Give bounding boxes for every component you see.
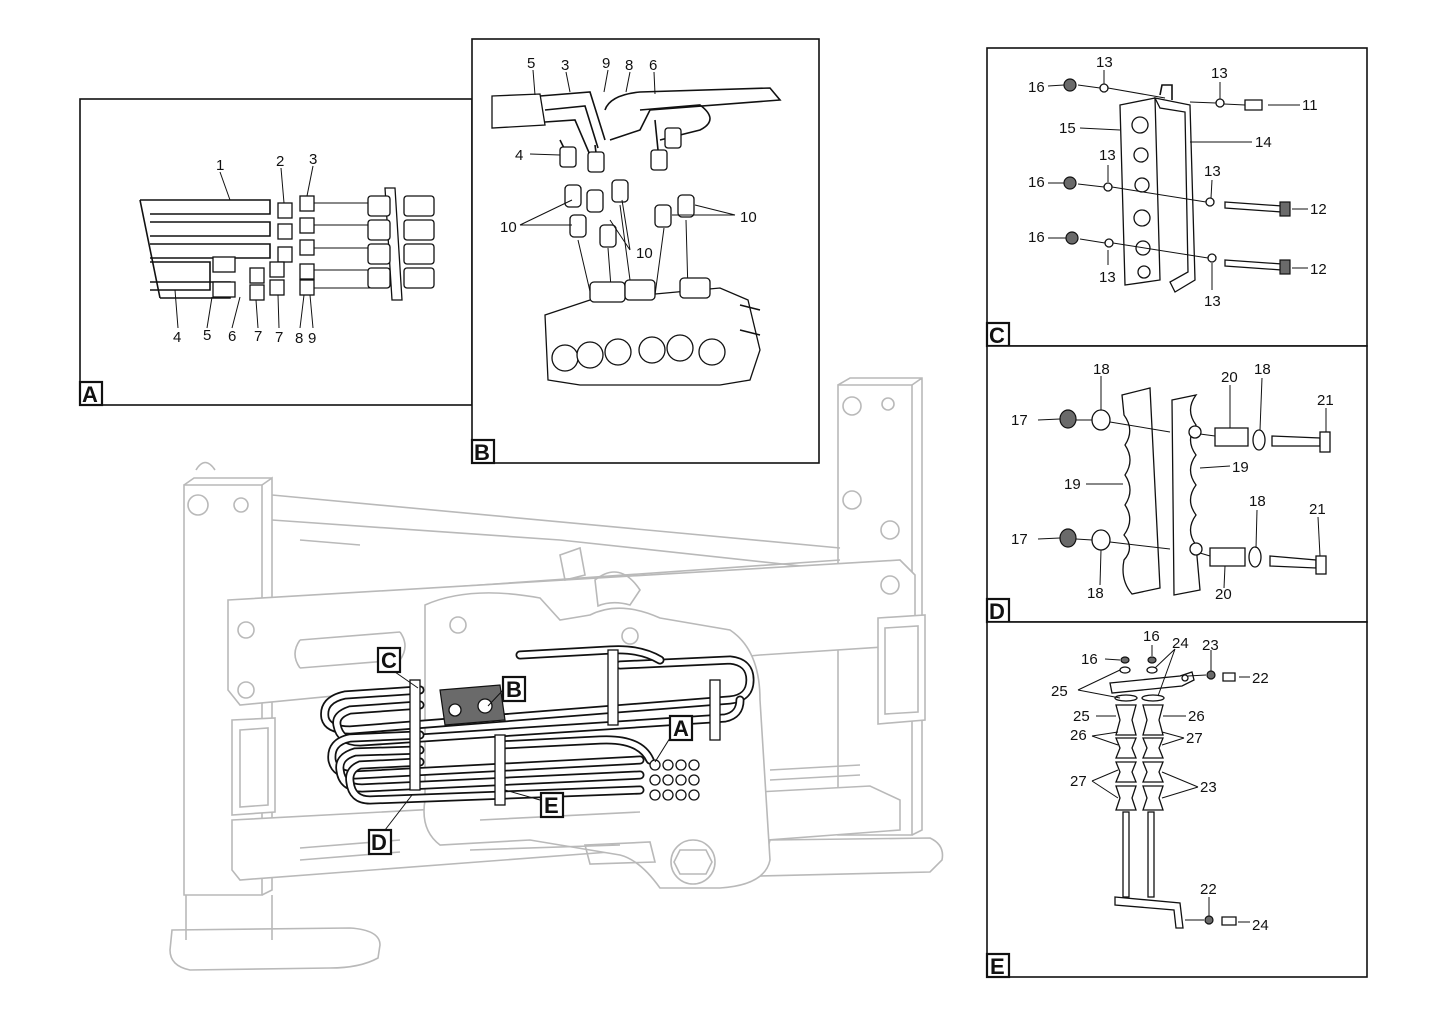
svg-text:12: 12 xyxy=(1310,201,1327,218)
svg-text:19: 19 xyxy=(1232,459,1249,476)
svg-text:E: E xyxy=(544,793,559,818)
svg-text:9: 9 xyxy=(308,330,316,347)
svg-text:10: 10 xyxy=(740,209,757,226)
svg-text:19: 19 xyxy=(1064,476,1081,493)
svg-text:17: 17 xyxy=(1011,531,1028,548)
svg-text:18: 18 xyxy=(1249,493,1266,510)
svg-text:18: 18 xyxy=(1093,361,1110,378)
svg-text:2: 2 xyxy=(276,153,284,170)
svg-text:16: 16 xyxy=(1143,628,1160,645)
svg-text:24: 24 xyxy=(1252,917,1269,934)
svg-text:11: 11 xyxy=(1302,97,1318,114)
svg-text:26: 26 xyxy=(1188,708,1205,725)
svg-text:8: 8 xyxy=(295,330,303,347)
panel-b: 5 3 9 8 6 4 10 10 10 B xyxy=(470,38,820,465)
svg-text:3: 3 xyxy=(561,57,569,74)
svg-text:18: 18 xyxy=(1087,585,1104,602)
svg-text:E: E xyxy=(990,954,1005,979)
svg-text:6: 6 xyxy=(228,328,236,345)
panel-c: 16 13 13 11 15 14 16 13 13 12 16 13 12 1… xyxy=(985,47,1368,348)
main-tag-e: E xyxy=(539,791,565,819)
svg-text:12: 12 xyxy=(1310,261,1327,278)
svg-text:23: 23 xyxy=(1202,637,1219,654)
svg-text:A: A xyxy=(673,716,689,741)
svg-text:27: 27 xyxy=(1070,773,1087,790)
svg-text:20: 20 xyxy=(1215,586,1232,603)
svg-text:D: D xyxy=(371,830,387,855)
svg-text:4: 4 xyxy=(515,147,523,164)
svg-text:16: 16 xyxy=(1028,79,1045,96)
svg-text:9: 9 xyxy=(602,55,610,72)
panel-e: 16 16 25 24 23 22 25 26 26 27 27 23 22 2… xyxy=(985,621,1368,979)
svg-text:6: 6 xyxy=(649,57,657,74)
svg-text:8: 8 xyxy=(625,57,633,74)
svg-text:13: 13 xyxy=(1204,293,1221,310)
svg-text:16: 16 xyxy=(1028,229,1045,246)
main-tag-c: C xyxy=(376,646,402,674)
svg-text:27: 27 xyxy=(1186,730,1203,747)
svg-text:10: 10 xyxy=(500,219,517,236)
main-tag-d: D xyxy=(367,828,393,856)
svg-text:16: 16 xyxy=(1081,651,1098,668)
svg-text:10: 10 xyxy=(636,245,653,262)
svg-text:13: 13 xyxy=(1211,65,1228,82)
svg-text:B: B xyxy=(474,440,490,465)
main-tag-b: B xyxy=(501,675,527,703)
svg-text:23: 23 xyxy=(1200,779,1217,796)
svg-text:D: D xyxy=(989,599,1005,624)
svg-text:C: C xyxy=(989,323,1005,348)
svg-text:26: 26 xyxy=(1070,727,1087,744)
svg-text:25: 25 xyxy=(1073,708,1090,725)
svg-text:18: 18 xyxy=(1254,361,1271,378)
hose-bundle xyxy=(320,645,755,831)
svg-text:13: 13 xyxy=(1099,147,1116,164)
svg-text:1: 1 xyxy=(216,157,224,174)
svg-text:A: A xyxy=(82,382,98,407)
svg-text:25: 25 xyxy=(1051,683,1068,700)
svg-text:13: 13 xyxy=(1096,54,1113,71)
svg-text:15: 15 xyxy=(1059,120,1076,137)
svg-text:24: 24 xyxy=(1172,635,1189,652)
svg-text:21: 21 xyxy=(1309,501,1326,518)
svg-text:22: 22 xyxy=(1200,881,1217,898)
panel-a: 1 2 3 4 5 6 7 7 8 9 A xyxy=(78,98,473,407)
svg-text:14: 14 xyxy=(1255,134,1272,151)
svg-text:7: 7 xyxy=(254,328,262,345)
svg-text:4: 4 xyxy=(173,329,181,346)
svg-text:7: 7 xyxy=(275,329,283,346)
svg-text:B: B xyxy=(506,677,522,702)
svg-text:16: 16 xyxy=(1028,174,1045,191)
svg-text:20: 20 xyxy=(1221,369,1238,386)
svg-text:5: 5 xyxy=(527,55,535,72)
panel-d: 18 20 18 21 17 19 19 17 18 18 21 20 D xyxy=(985,345,1368,624)
svg-text:13: 13 xyxy=(1204,163,1221,180)
svg-text:22: 22 xyxy=(1252,670,1269,687)
svg-text:5: 5 xyxy=(203,327,211,344)
svg-text:17: 17 xyxy=(1011,412,1028,429)
main-frame xyxy=(169,377,944,971)
svg-text:13: 13 xyxy=(1099,269,1116,286)
svg-text:21: 21 xyxy=(1317,392,1334,409)
svg-text:C: C xyxy=(381,648,397,673)
main-tag-a: A xyxy=(668,714,694,742)
svg-text:3: 3 xyxy=(309,151,317,168)
